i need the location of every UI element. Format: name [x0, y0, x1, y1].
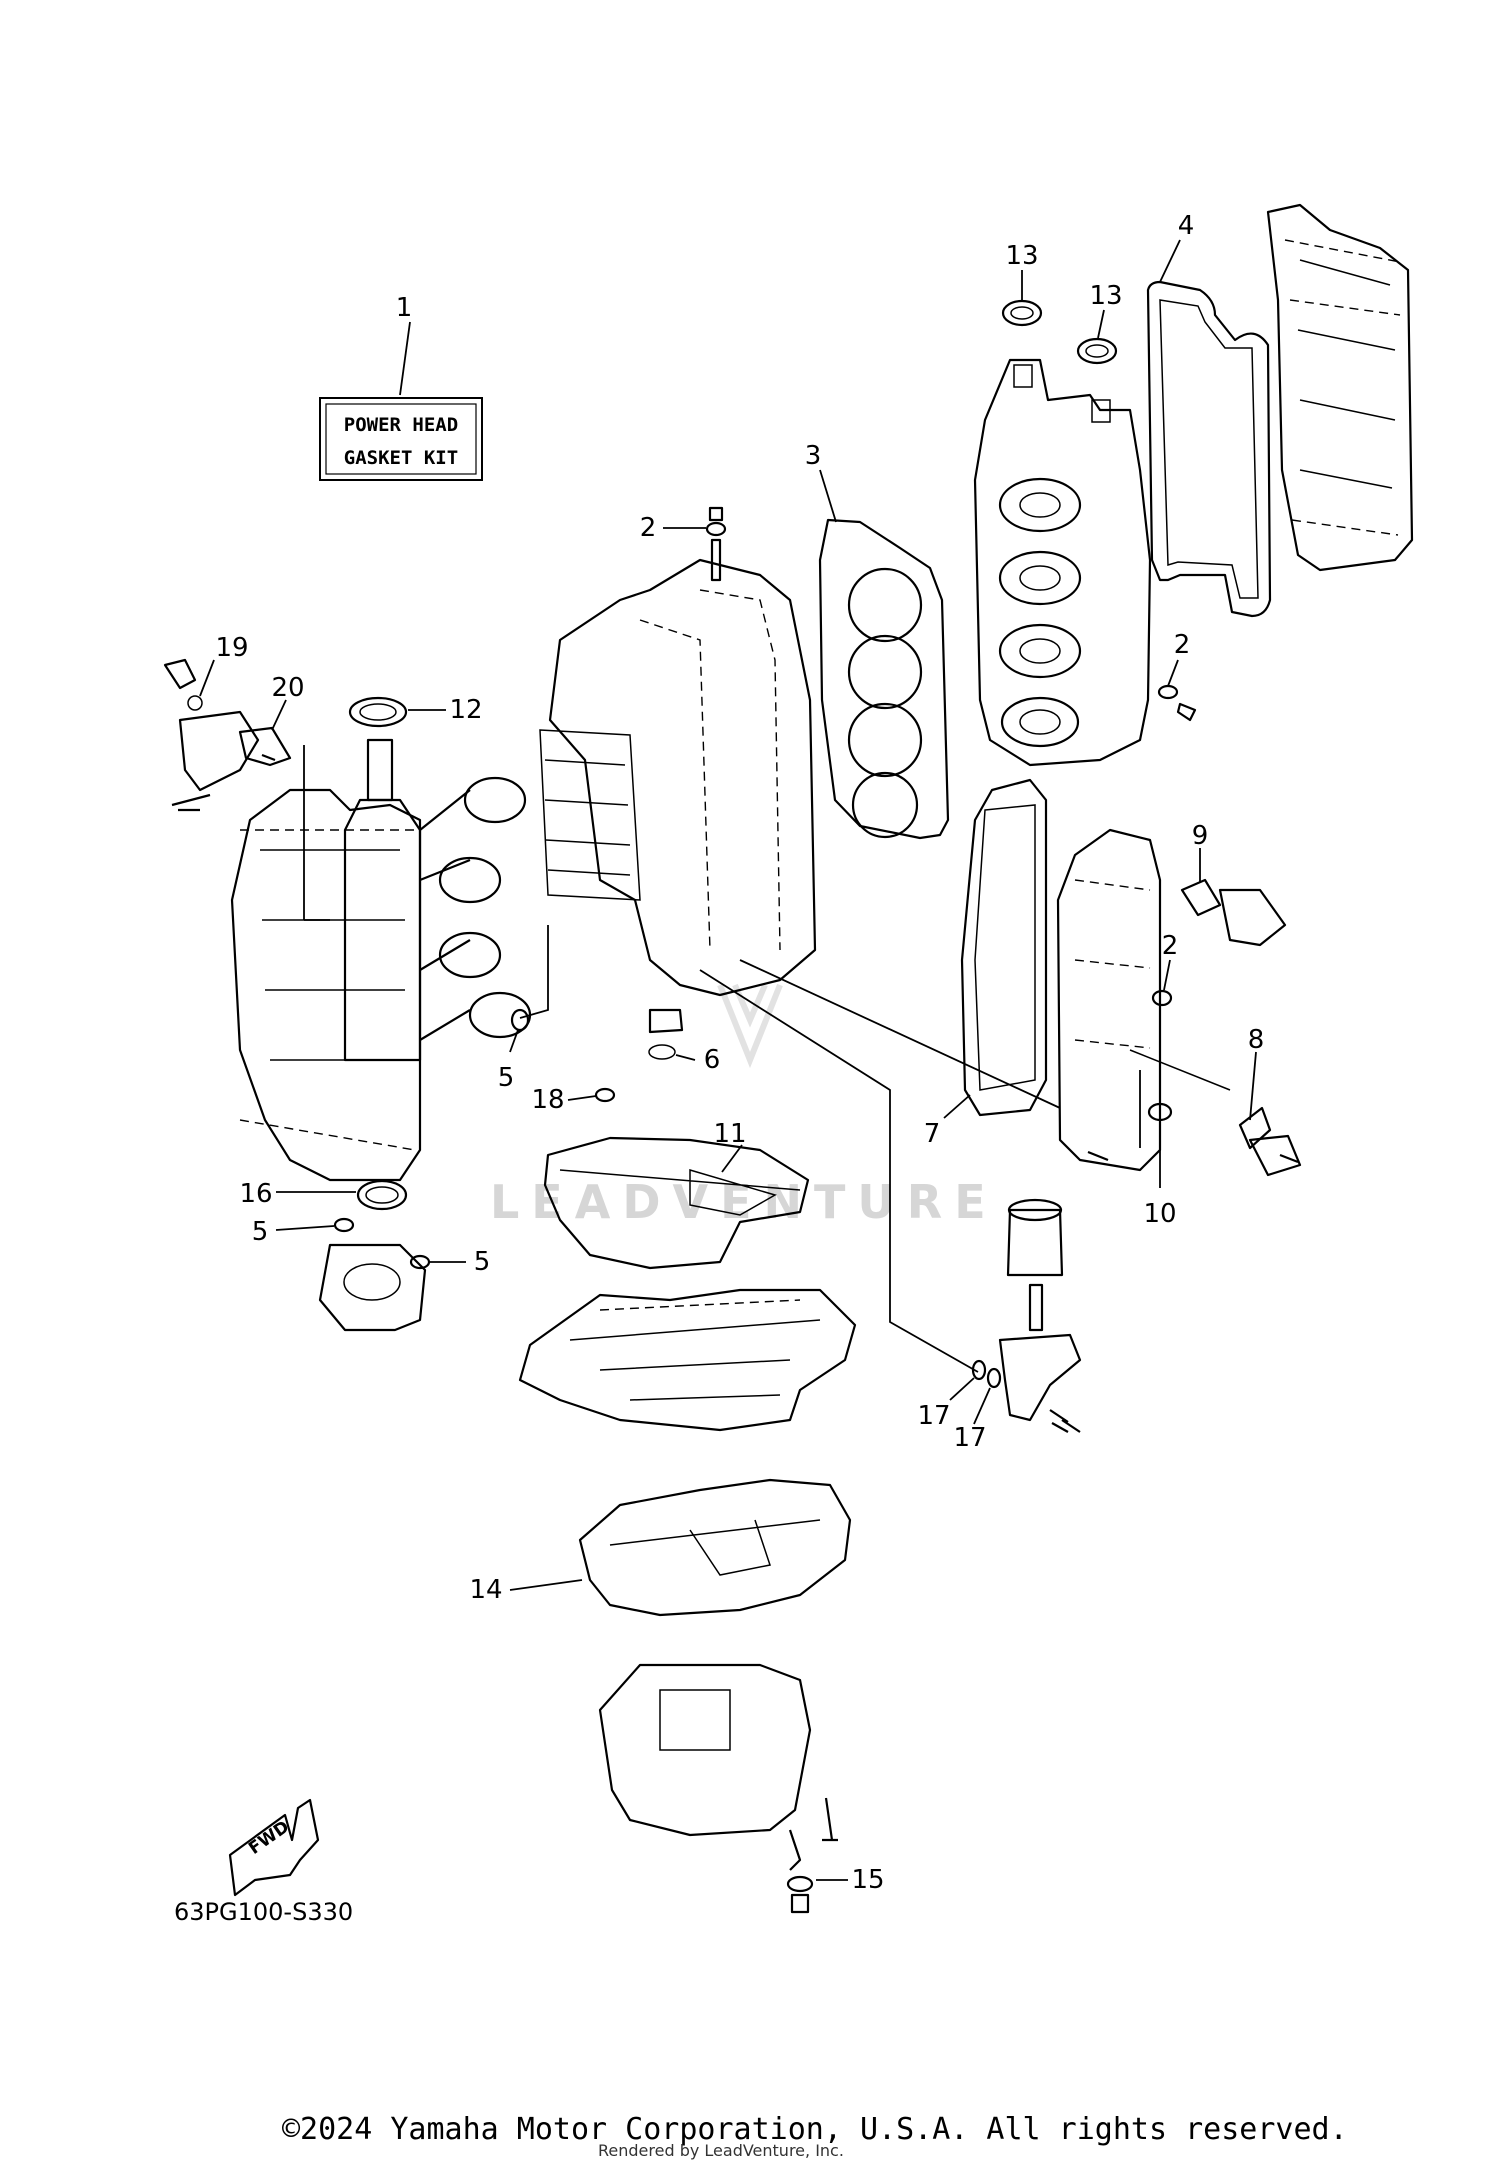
- exhaust-cover: [1056, 828, 1162, 1172]
- callout-11[interactable]: 11: [713, 1119, 746, 1149]
- cylinder-block: [539, 558, 817, 997]
- leader-14: [509, 1579, 583, 1591]
- callout-10[interactable]: 10: [1143, 1199, 1176, 1229]
- leader-18: [567, 1095, 597, 1101]
- crankshaft-oil-seal-12[interactable]: [348, 696, 408, 728]
- washer-2b[interactable]: [1157, 684, 1179, 700]
- oil-seal-13b[interactable]: [1076, 337, 1118, 365]
- thermostat-gasket-9[interactable]: [1180, 878, 1287, 947]
- lower-oil-pan: [598, 1663, 812, 1871]
- leader-8: [1249, 1051, 1257, 1121]
- crankshaft-pistons: [343, 738, 532, 1062]
- gasket-8[interactable]: [1129, 1049, 1302, 1177]
- leader-19: [199, 659, 215, 697]
- callout-2a[interactable]: 2: [640, 513, 657, 543]
- callout-9[interactable]: 9: [1192, 821, 1209, 851]
- o-ring-5a[interactable]: [510, 1008, 530, 1032]
- kit-label-line1: POWER HEAD: [344, 414, 458, 436]
- callout-19[interactable]: 19: [215, 633, 248, 663]
- callout-13b[interactable]: 13: [1089, 281, 1122, 311]
- exhaust-guide-gasket-14[interactable]: [578, 1478, 852, 1617]
- callout-13a[interactable]: 13: [1005, 241, 1038, 271]
- leader-17a: [949, 1377, 975, 1401]
- oil-pump: [318, 1243, 427, 1332]
- callout-2b[interactable]: 2: [1174, 630, 1191, 660]
- leader-2c: [1163, 959, 1171, 991]
- o-ring-18[interactable]: [594, 1087, 616, 1103]
- callout-17a[interactable]: 17: [917, 1401, 950, 1431]
- kit-label-line2: GASKET KIT: [344, 447, 458, 469]
- exhaust-cover-gasket[interactable]: [960, 778, 1048, 1117]
- callout-20[interactable]: 20: [271, 673, 304, 703]
- oil-pan-gasket-11[interactable]: [543, 1136, 810, 1270]
- fwd-label: FWD: [245, 1817, 293, 1859]
- leader-20: [271, 699, 287, 731]
- o-ring-5c[interactable]: [409, 1254, 431, 1270]
- leader-5a: [509, 1029, 519, 1053]
- cylinder-head-cover: [1266, 203, 1414, 572]
- leader-5b: [275, 1225, 335, 1231]
- callout-16[interactable]: 16: [239, 1179, 272, 1209]
- fitting-19[interactable]: [163, 658, 260, 807]
- leader-2b: [1167, 659, 1179, 687]
- rendered-by-notice: Rendered by LeadVenture, Inc.: [598, 2141, 844, 2160]
- bolts: [178, 506, 1299, 1842]
- o-ring-17b[interactable]: [986, 1367, 1002, 1389]
- leader-3: [819, 469, 837, 523]
- callout-17b[interactable]: 17: [953, 1423, 986, 1453]
- callout-5a[interactable]: 5: [498, 1063, 515, 1093]
- callout-5c[interactable]: 5: [474, 1247, 491, 1277]
- leader-17b: [973, 1387, 991, 1425]
- callout-2c[interactable]: 2: [1162, 931, 1179, 961]
- fwd-arrow-badge: FWD: [228, 1798, 320, 1897]
- callout-18[interactable]: 18: [531, 1085, 564, 1115]
- washer-2c[interactable]: [1151, 989, 1173, 1007]
- leader-6: [675, 1054, 696, 1061]
- leader-4: [1159, 239, 1181, 283]
- washer-2a[interactable]: [705, 521, 727, 537]
- reference-lines: [303, 745, 1141, 1373]
- callout-8[interactable]: 8: [1248, 1025, 1265, 1055]
- callout-14[interactable]: 14: [469, 1575, 502, 1605]
- drain-plug-15[interactable]: [786, 1875, 814, 1914]
- gasket-20[interactable]: [238, 726, 292, 767]
- copyright-notice: ©2024 Yamaha Motor Corporation, U.S.A. A…: [282, 2112, 1348, 2147]
- watermark-logo: LEADVENTURE: [490, 983, 986, 1229]
- diagram-code: 63PG100-S330: [174, 1898, 353, 1926]
- gasket-kit-label[interactable]: POWER HEAD GASKET KIT: [319, 397, 483, 481]
- callout-6[interactable]: 6: [704, 1045, 721, 1075]
- callout-3[interactable]: 3: [805, 441, 822, 471]
- callout-15[interactable]: 15: [851, 1865, 884, 1895]
- crankcase-with-pistons: [230, 788, 422, 1182]
- oil-seal-13a[interactable]: [1001, 299, 1043, 327]
- callouts: 1 2 2 2 3 4 5 5 5 6 7 8 9 10 11 12 13: [199, 211, 1265, 1895]
- leader-11: [721, 1144, 743, 1173]
- callout-7[interactable]: 7: [924, 1119, 941, 1149]
- cylinder-head-gasket[interactable]: [818, 518, 950, 840]
- o-ring-5b[interactable]: [333, 1217, 355, 1233]
- head-cover-gasket[interactable]: [1146, 280, 1272, 618]
- exhaust-guide: [518, 1288, 857, 1432]
- washer-10[interactable]: [1147, 1102, 1173, 1122]
- callout-4[interactable]: 4: [1178, 211, 1195, 241]
- leader-13b: [1097, 309, 1105, 339]
- oil-seal-16[interactable]: [356, 1179, 408, 1211]
- leader-1: [399, 321, 411, 396]
- callout-1[interactable]: 1: [396, 293, 413, 323]
- cylinder-head: [973, 358, 1152, 767]
- oil-filter: [998, 1198, 1082, 1433]
- plug-6[interactable]: [648, 1008, 684, 1060]
- leader-7: [943, 1094, 971, 1119]
- callout-5b[interactable]: 5: [252, 1217, 269, 1247]
- callout-12[interactable]: 12: [449, 695, 482, 725]
